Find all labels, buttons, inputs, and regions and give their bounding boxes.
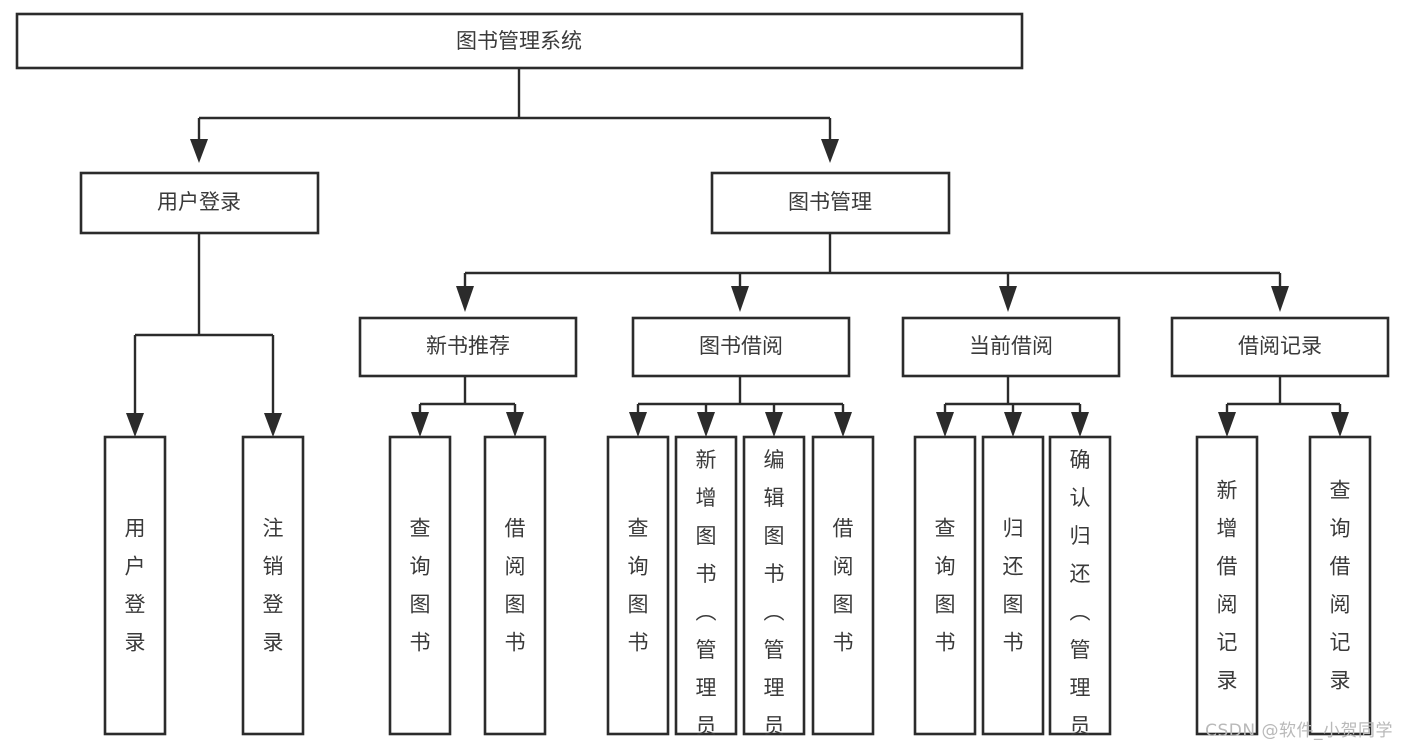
connectors-root-to-level2 [190,68,839,163]
connectors-book-manage-to-level3 [456,233,1289,312]
leaf-query-book-3[interactable] [913,435,977,736]
connectors-user-login-to-leaves [126,233,282,437]
node-new-book-recommend[interactable]: 新书推荐 [358,316,578,378]
arrow-head-leaf-return-book [1004,412,1022,437]
node-root-label: 图书管理系统 [456,29,582,53]
leaf-borrow-book-1-label: 借阅图书 [505,517,526,655]
leaf-add-book-label: 新增图书︵管理员︶ [696,448,717,747]
leaf-query-book-1-label: 查询图书 [410,517,431,655]
leaf-query-book-3-label: 查询图书 [935,517,956,655]
arrow-head-leaf-query-book-2 [629,412,647,437]
node-current-borrow-box[interactable] [901,316,1121,378]
leaf-logout-login-label: 注销登录 [263,517,284,655]
arrow-head-leaf-borrow-book-1 [506,412,524,437]
leaf-query-borrow-record-box[interactable] [1308,435,1372,736]
arrow-head-new-book-recommend [456,286,474,312]
leaf-query-book-2-label: 查询图书 [628,517,649,655]
node-book-manage-box[interactable] [710,171,951,235]
node-new-book-recommend-label: 新书推荐 [426,334,510,358]
node-borrow-record-box[interactable] [1170,316,1390,378]
leaf-confirm-return[interactable] [1048,435,1112,736]
arrow-head-leaf-confirm-return [1071,412,1089,437]
node-borrow-record[interactable]: 借阅记录 [1170,316,1390,378]
node-current-borrow[interactable]: 当前借阅 [901,316,1121,378]
leaf-edit-book-box[interactable] [742,435,806,736]
leaf-return-book-box[interactable] [981,435,1045,736]
leaf-query-book-2-box[interactable] [606,435,670,736]
leaf-borrow-book-1[interactable] [483,435,547,736]
node-current-borrow-label: 当前借阅 [969,334,1053,358]
leaf-add-book[interactable] [674,435,738,736]
leaf-confirm-return-label: 确认归还︵管理员︶ [1070,448,1091,747]
arrow-head-leaf-query-borrow-record [1331,412,1349,437]
connectors-current-borrow-to-leaves [936,376,1089,437]
node-book-manage[interactable]: 图书管理 [710,171,951,235]
arrow-head-leaf-logout-login [264,413,282,437]
node-book-borrow-box[interactable] [631,316,851,378]
leaf-borrow-book-2-box[interactable] [811,435,875,736]
connectors-borrow-record-to-leaves [1218,376,1349,437]
leaf-borrow-book-2-label: 借阅图书 [833,517,854,655]
watermark-text: CSDN @软件_小贺同学 [1205,721,1393,741]
connectors-new-book-to-leaves [411,376,524,437]
leaf-user-login[interactable] [103,435,167,736]
arrow-head-leaf-edit-book [765,412,783,437]
arrow-head-leaf-user-login [126,413,144,437]
node-user-login-box[interactable] [79,171,320,235]
arrow-head-current-borrow [999,286,1017,312]
leaf-query-book-1-box[interactable] [388,435,452,736]
leaf-borrow-book-2[interactable] [811,435,875,736]
node-borrow-record-label: 借阅记录 [1238,334,1322,358]
leaf-query-book-3-box[interactable] [913,435,977,736]
leaf-user-login-box[interactable] [103,435,167,736]
leaf-query-borrow-record[interactable] [1308,435,1372,736]
node-book-borrow-label: 图书借阅 [699,334,783,358]
leaf-return-book[interactable] [981,435,1045,736]
leaf-user-login-label: 用户登录 [125,517,146,655]
node-root[interactable]: 图书管理系统 [15,12,1024,70]
leaf-add-borrow-record-box[interactable] [1195,435,1259,736]
leaf-query-book-2[interactable] [606,435,670,736]
arrow-head-user-login [190,139,208,163]
arrow-head-leaf-add-borrow-record [1218,412,1236,437]
leaf-edit-book[interactable] [742,435,806,736]
leaf-confirm-return-box[interactable] [1048,435,1112,736]
arrow-head-leaf-add-book [697,412,715,437]
node-book-manage-label: 图书管理 [788,190,872,214]
node-user-login-label: 用户登录 [157,190,241,214]
leaf-logout-login-box[interactable] [241,435,305,736]
node-user-login[interactable]: 用户登录 [79,171,320,235]
leaf-add-borrow-record-label: 新增借阅记录 [1217,479,1238,693]
leaf-labels-group: 用户登录 注销登录 查询图书 借阅图书 查询图书 新增图书︵管理员︶ 编辑图书︵管理员︶ 借阅… [125,448,1351,747]
leaf-borrow-book-1-box[interactable] [483,435,547,736]
node-new-book-recommend-box[interactable] [358,316,578,378]
connectors-book-borrow-to-leaves [629,376,852,437]
arrow-head-book-borrow [731,286,749,312]
leaf-add-book-box[interactable] [674,435,738,736]
leaf-query-book-1[interactable] [388,435,452,736]
node-book-borrow[interactable]: 图书借阅 [631,316,851,378]
leaf-add-borrow-record[interactable] [1195,435,1259,736]
arrow-head-book-manage [821,139,839,163]
arrow-head-borrow-record [1271,286,1289,312]
leaf-logout-login[interactable] [241,435,305,736]
leaf-return-book-label: 归还图书 [1003,517,1024,655]
leaf-query-borrow-record-label: 查询借阅记录 [1330,479,1351,693]
arrow-head-leaf-borrow-book-2 [834,412,852,437]
arrow-head-leaf-query-book-1 [411,412,429,437]
arrow-head-leaf-query-book-3 [936,412,954,437]
node-root-box[interactable] [15,12,1024,70]
leaf-edit-book-label: 编辑图书︵管理员︶ [764,448,785,747]
